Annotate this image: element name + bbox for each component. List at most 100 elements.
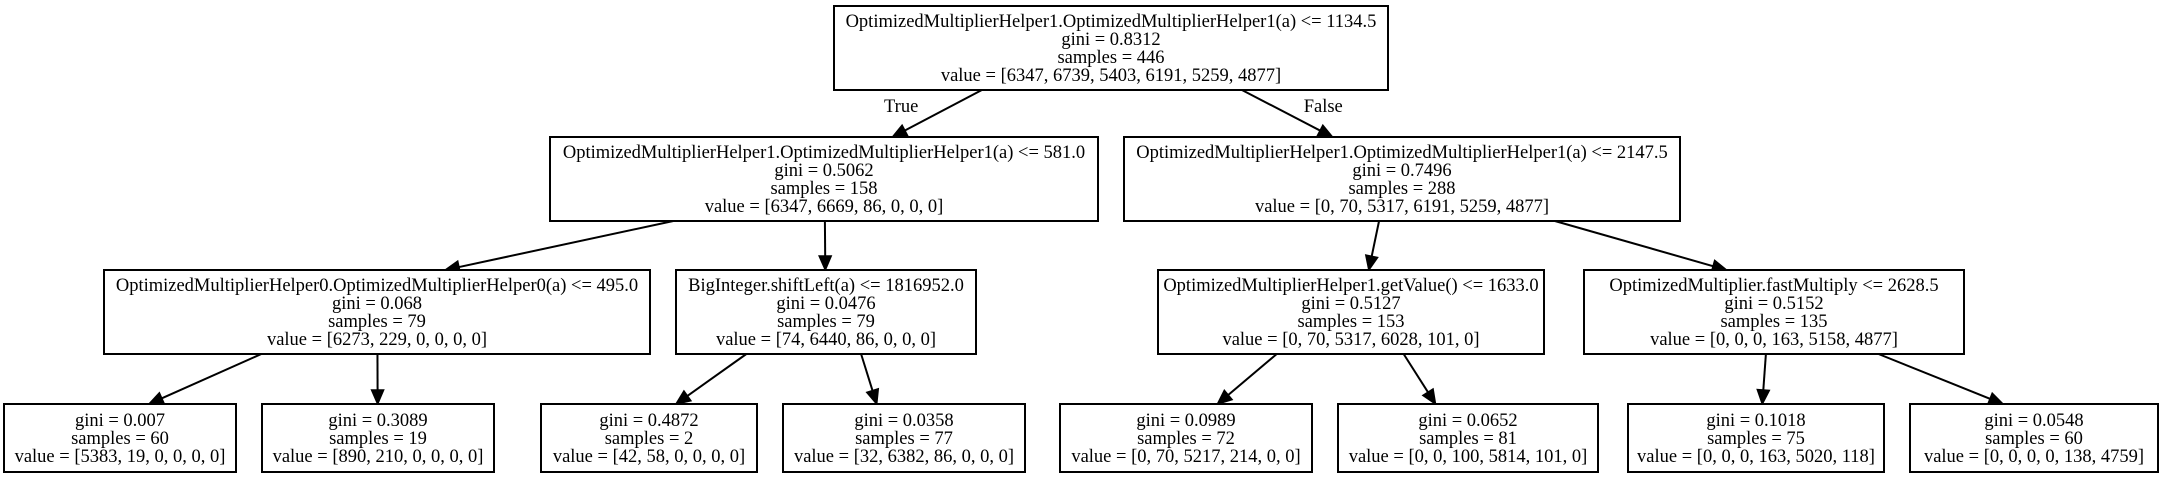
node-samples: samples = 79 xyxy=(328,312,426,332)
node-box xyxy=(1337,403,1599,473)
tree-node-n4: BigInteger.shiftLeft(a) <= 1816952.0gini… xyxy=(675,269,977,355)
node-gini: gini = 0.5127 xyxy=(1301,294,1400,314)
tree-node-n1: OptimizedMultiplierHelper1.OptimizedMult… xyxy=(549,136,1099,222)
edge-label-true: True xyxy=(884,97,918,117)
node-samples: samples = 2 xyxy=(605,429,694,449)
node-value: value = [890, 210, 0, 0, 0, 0] xyxy=(273,447,484,467)
edge-arrowhead xyxy=(147,391,166,405)
node-box xyxy=(833,5,1389,91)
node-value: value = [6347, 6739, 5403, 6191, 5259, 4… xyxy=(941,66,1281,86)
tree-node-n3: OptimizedMultiplierHelper0.OptimizedMult… xyxy=(103,269,651,355)
node-gini: gini = 0.0652 xyxy=(1418,411,1517,431)
node-gini: gini = 0.5152 xyxy=(1724,294,1823,314)
edge-n0-n1 xyxy=(904,89,983,132)
node-samples: samples = 72 xyxy=(1137,429,1235,449)
node-gini: gini = 0.007 xyxy=(75,411,165,431)
edge-arrowhead xyxy=(1364,254,1379,272)
edge-n5-n11 xyxy=(1227,353,1278,396)
node-box xyxy=(261,403,495,473)
node-value: value = [0, 0, 100, 5814, 101, 0] xyxy=(1349,447,1588,467)
edge-n3-n7 xyxy=(161,353,262,400)
node-box xyxy=(1909,403,2159,473)
node-split-rule: OptimizedMultiplier.fastMultiply <= 2628… xyxy=(1609,276,1938,296)
node-box xyxy=(1583,269,1965,355)
node-gini: gini = 0.1018 xyxy=(1706,411,1805,431)
node-box xyxy=(549,136,1099,222)
node-samples: samples = 81 xyxy=(1419,429,1517,449)
tree-node-n2: OptimizedMultiplierHelper1.OptimizedMult… xyxy=(1123,136,1681,222)
node-box xyxy=(1157,269,1545,355)
edge-arrowhead xyxy=(865,387,880,406)
edge-n0-n2 xyxy=(1241,89,1321,132)
node-samples: samples = 79 xyxy=(777,312,875,332)
node-samples: samples = 75 xyxy=(1707,429,1805,449)
node-value: value = [0, 70, 5317, 6028, 101, 0] xyxy=(1222,330,1479,350)
edge-label-false: False xyxy=(1304,97,1343,117)
node-box xyxy=(540,403,758,473)
node-split-rule: OptimizedMultiplierHelper0.OptimizedMult… xyxy=(116,276,638,296)
node-value: value = [0, 70, 5217, 214, 0, 0] xyxy=(1071,447,1300,467)
tree-node-n0: OptimizedMultiplierHelper1.OptimizedMult… xyxy=(833,5,1389,91)
node-box xyxy=(1059,403,1313,473)
node-value: value = [6347, 6669, 86, 0, 0, 0] xyxy=(705,197,944,217)
node-box xyxy=(103,269,651,355)
edge-n5-n12 xyxy=(1402,353,1429,393)
node-value: value = [42, 58, 0, 0, 0, 0] xyxy=(553,447,745,467)
node-samples: samples = 135 xyxy=(1720,312,1827,332)
node-samples: samples = 446 xyxy=(1057,48,1164,68)
tree-node-n6: OptimizedMultiplier.fastMultiply <= 2628… xyxy=(1583,269,1965,355)
edge-n6-n14 xyxy=(1878,353,1991,400)
node-gini: gini = 0.5062 xyxy=(774,161,873,181)
node-value: value = [0, 70, 5317, 6191, 5259, 4877] xyxy=(1255,197,1549,217)
node-box xyxy=(3,403,237,473)
edge-n4-n9 xyxy=(686,353,747,397)
node-gini: gini = 0.0548 xyxy=(1984,411,2083,431)
node-samples: samples = 19 xyxy=(329,429,427,449)
node-value: value = [5383, 19, 0, 0, 0, 0] xyxy=(15,447,226,467)
node-gini: gini = 0.068 xyxy=(332,294,422,314)
node-gini: gini = 0.7496 xyxy=(1352,161,1451,181)
node-gini: gini = 0.3089 xyxy=(328,411,427,431)
edge-arrowhead xyxy=(1216,389,1234,406)
node-value: value = [0, 0, 0, 163, 5020, 118] xyxy=(1637,447,1875,467)
edge-arrowhead xyxy=(1316,123,1335,138)
node-box xyxy=(1123,136,1681,222)
edge-n2-n6 xyxy=(1554,220,1714,268)
node-samples: samples = 288 xyxy=(1348,179,1455,199)
node-gini: gini = 0.0358 xyxy=(854,411,953,431)
edge-arrowhead xyxy=(818,255,833,272)
node-split-rule: OptimizedMultiplierHelper1.OptimizedMult… xyxy=(563,143,1085,163)
node-box xyxy=(675,269,977,355)
node-samples: samples = 158 xyxy=(770,179,877,199)
node-split-rule: OptimizedMultiplierHelper1.OptimizedMult… xyxy=(1136,143,1668,163)
node-gini: gini = 0.0476 xyxy=(776,294,875,314)
edge-arrowhead xyxy=(1986,391,2005,406)
edge-arrowhead xyxy=(890,123,909,138)
node-box xyxy=(1627,403,1885,473)
node-value: value = [32, 6382, 86, 0, 0, 0] xyxy=(794,447,1014,467)
node-samples: samples = 153 xyxy=(1297,312,1404,332)
edge-arrowhead xyxy=(370,389,385,406)
node-box xyxy=(782,403,1026,473)
node-split-rule: OptimizedMultiplierHelper1.OptimizedMult… xyxy=(846,12,1377,32)
node-value: value = [0, 0, 0, 163, 5158, 4877] xyxy=(1650,330,1898,350)
edge-arrowhead xyxy=(1756,388,1771,406)
node-samples: samples = 60 xyxy=(1985,429,2083,449)
node-value: value = [6273, 229, 0, 0, 0, 0] xyxy=(267,330,487,350)
edge-n6-n13 xyxy=(1762,353,1767,391)
node-gini: gini = 0.8312 xyxy=(1061,30,1160,50)
node-value: value = [74, 6440, 86, 0, 0, 0] xyxy=(716,330,936,350)
edge-n1-n3 xyxy=(458,220,674,269)
edge-n2-n5 xyxy=(1370,220,1381,257)
node-samples: samples = 77 xyxy=(855,429,953,449)
edge-arrowhead xyxy=(674,389,693,406)
